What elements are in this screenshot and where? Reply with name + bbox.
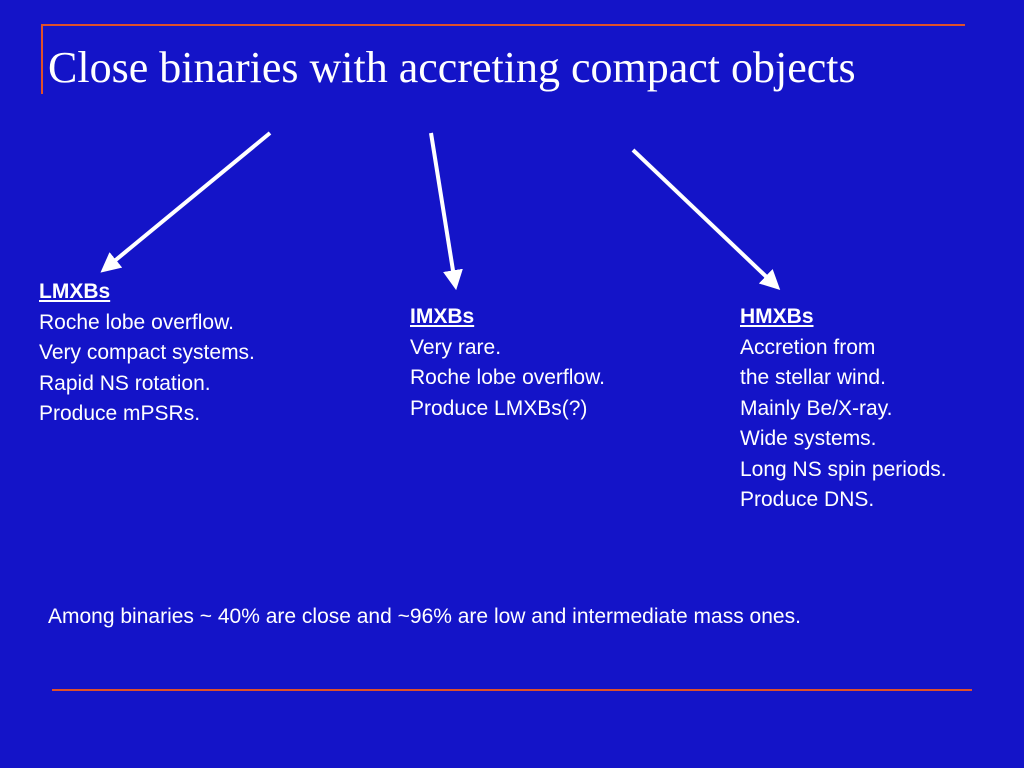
arrow-to-lmxbs bbox=[100, 131, 272, 273]
lmxbs-block: LMXBs Roche lobe overflow. Very compact … bbox=[39, 277, 255, 430]
hmxbs-block: HMXBs Accretion from the stellar wind. M… bbox=[740, 302, 947, 516]
imxbs-line: Produce LMXBs(?) bbox=[410, 396, 588, 420]
hmxbs-line: Accretion from bbox=[740, 335, 876, 359]
lmxbs-line: Rapid NS rotation. bbox=[39, 371, 211, 395]
hmxbs-line: the stellar wind. bbox=[740, 366, 886, 389]
imxbs-heading: IMXBs bbox=[410, 305, 475, 328]
lmxbs-line: Produce mPSRs. bbox=[39, 402, 201, 425]
footer-note: Among binaries ~ 40% are close and ~96% … bbox=[48, 605, 801, 628]
arrow-to-hmxbs bbox=[631, 148, 781, 290]
top-rule bbox=[41, 24, 965, 26]
bottom-rule bbox=[52, 689, 972, 691]
left-rule bbox=[41, 24, 43, 94]
hmxbs-heading: HMXBs bbox=[740, 305, 814, 328]
lmxbs-heading: LMXBs bbox=[39, 280, 111, 303]
hmxbs-line: Produce DNS. bbox=[740, 488, 875, 511]
slide-title: Close binaries with accreting compact ob… bbox=[48, 43, 856, 92]
hmxbs-line: Mainly Be/X-ray. bbox=[740, 396, 893, 420]
imxbs-block: IMXBs Very rare. Roche lobe overflow. Pr… bbox=[410, 302, 605, 424]
lmxbs-line: Roche lobe overflow. bbox=[39, 310, 234, 334]
imxbs-line: Roche lobe overflow. bbox=[410, 366, 605, 389]
hmxbs-line: Wide systems. bbox=[740, 427, 877, 450]
imxbs-line: Very rare. bbox=[410, 335, 502, 359]
arrow-to-imxbs bbox=[429, 132, 463, 291]
hmxbs-line: Long NS spin periods. bbox=[740, 457, 947, 481]
lmxbs-line: Very compact systems. bbox=[39, 341, 255, 364]
